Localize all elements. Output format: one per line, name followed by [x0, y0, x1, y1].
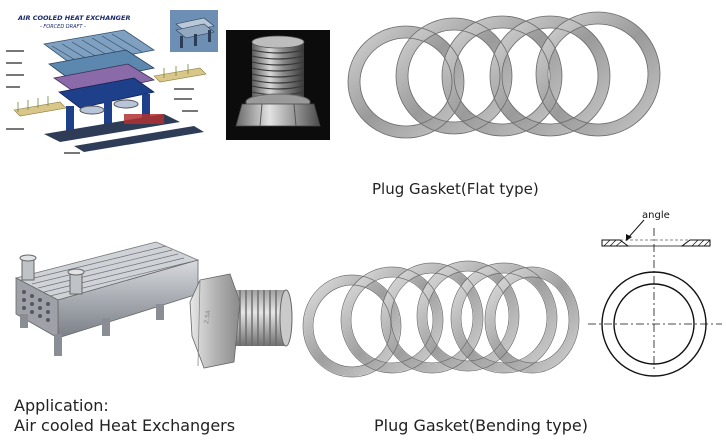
threaded-plug-photo: [226, 30, 330, 140]
bending-type-caption: Plug Gasket(Bending type): [374, 416, 588, 435]
bending-gaskets-photo: [300, 256, 582, 380]
assembled-exchanger-photo: [170, 10, 218, 52]
angle-label: angle: [642, 210, 670, 221]
svg-text:2.5A: 2.5A: [203, 309, 212, 325]
hex-plug-photo: 2.5A: [186, 272, 294, 372]
flat-type-caption: Plug Gasket(Flat type): [372, 180, 539, 198]
diagram-title: AIR COOLED HEAT EXCHANGER: [17, 14, 130, 22]
flat-gaskets-photo: [346, 10, 662, 140]
gasket-technical-drawing: angle: [588, 204, 724, 388]
application-label: Application:: [14, 396, 109, 415]
heat-exchanger-photo: [6, 238, 202, 374]
application-value: Air cooled Heat Exchangers: [14, 416, 236, 435]
exploded-heat-exchanger-diagram: AIR COOLED HEAT EXCHANGER - FORCED DRAFT…: [4, 6, 218, 156]
diagram-subtitle: - FORCED DRAFT -: [40, 24, 86, 30]
